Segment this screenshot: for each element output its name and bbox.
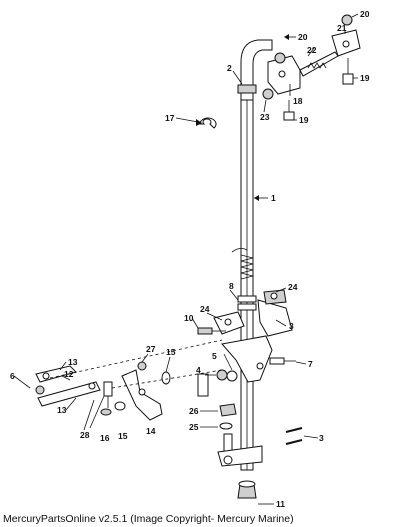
- parts-diagram: 20 20 22 21 2 19 18 23 19 17 1 24 8 24 3…: [10, 9, 370, 509]
- image-caption: MercuryPartsOnline v2.5.1 (Image Copyrig…: [3, 513, 294, 525]
- callout-6: 6: [10, 371, 15, 381]
- callout-14: 14: [146, 426, 156, 436]
- callout-16: 16: [100, 433, 110, 443]
- callouts: 20 20 22 21 2 19 18 23 19 17 1 24 8 24 3…: [10, 9, 370, 509]
- callout-2: 2: [227, 63, 232, 73]
- callout-23: 23: [260, 112, 270, 122]
- callout-27: 27: [146, 344, 156, 354]
- callout-11: 11: [276, 499, 285, 509]
- shaft-spring: [231, 248, 254, 280]
- callout-21: 21: [337, 23, 347, 33]
- callout-28: 28: [80, 430, 90, 440]
- callout-24: 24: [200, 304, 210, 314]
- callout-13: 13: [57, 405, 67, 415]
- callout-12: 12: [64, 369, 74, 379]
- callout-4: 4: [196, 365, 201, 375]
- callout-19: 19: [360, 73, 370, 83]
- callout-13: 13: [68, 357, 78, 367]
- callout-25: 25: [189, 422, 199, 432]
- callout-20: 20: [360, 9, 370, 19]
- callout-3: 3: [289, 321, 294, 331]
- callout-15: 15: [166, 347, 176, 357]
- callout-15: 15: [118, 431, 128, 441]
- callout-1: 1: [271, 193, 276, 203]
- callout-20: 20: [298, 32, 308, 42]
- callout-26: 26: [189, 406, 199, 416]
- leader-lines: [13, 13, 359, 505]
- callout-18: 18: [293, 96, 303, 106]
- callout-10: 10: [184, 313, 194, 323]
- main-shaft: [237, 39, 273, 471]
- lower-parts: [217, 403, 303, 499]
- callout-8: 8: [229, 281, 234, 291]
- callout-7: 7: [308, 359, 313, 369]
- clip: [199, 117, 217, 129]
- upper-linkage: [262, 14, 361, 121]
- callout-22: 22: [307, 45, 317, 55]
- callout-5: 5: [212, 351, 217, 361]
- left-linkage: [35, 339, 223, 421]
- callout-3: 3: [319, 433, 324, 443]
- callout-17: 17: [165, 113, 175, 123]
- callout-24: 24: [288, 282, 298, 292]
- callout-19: 19: [299, 115, 309, 125]
- middle-bracket: [197, 289, 296, 397]
